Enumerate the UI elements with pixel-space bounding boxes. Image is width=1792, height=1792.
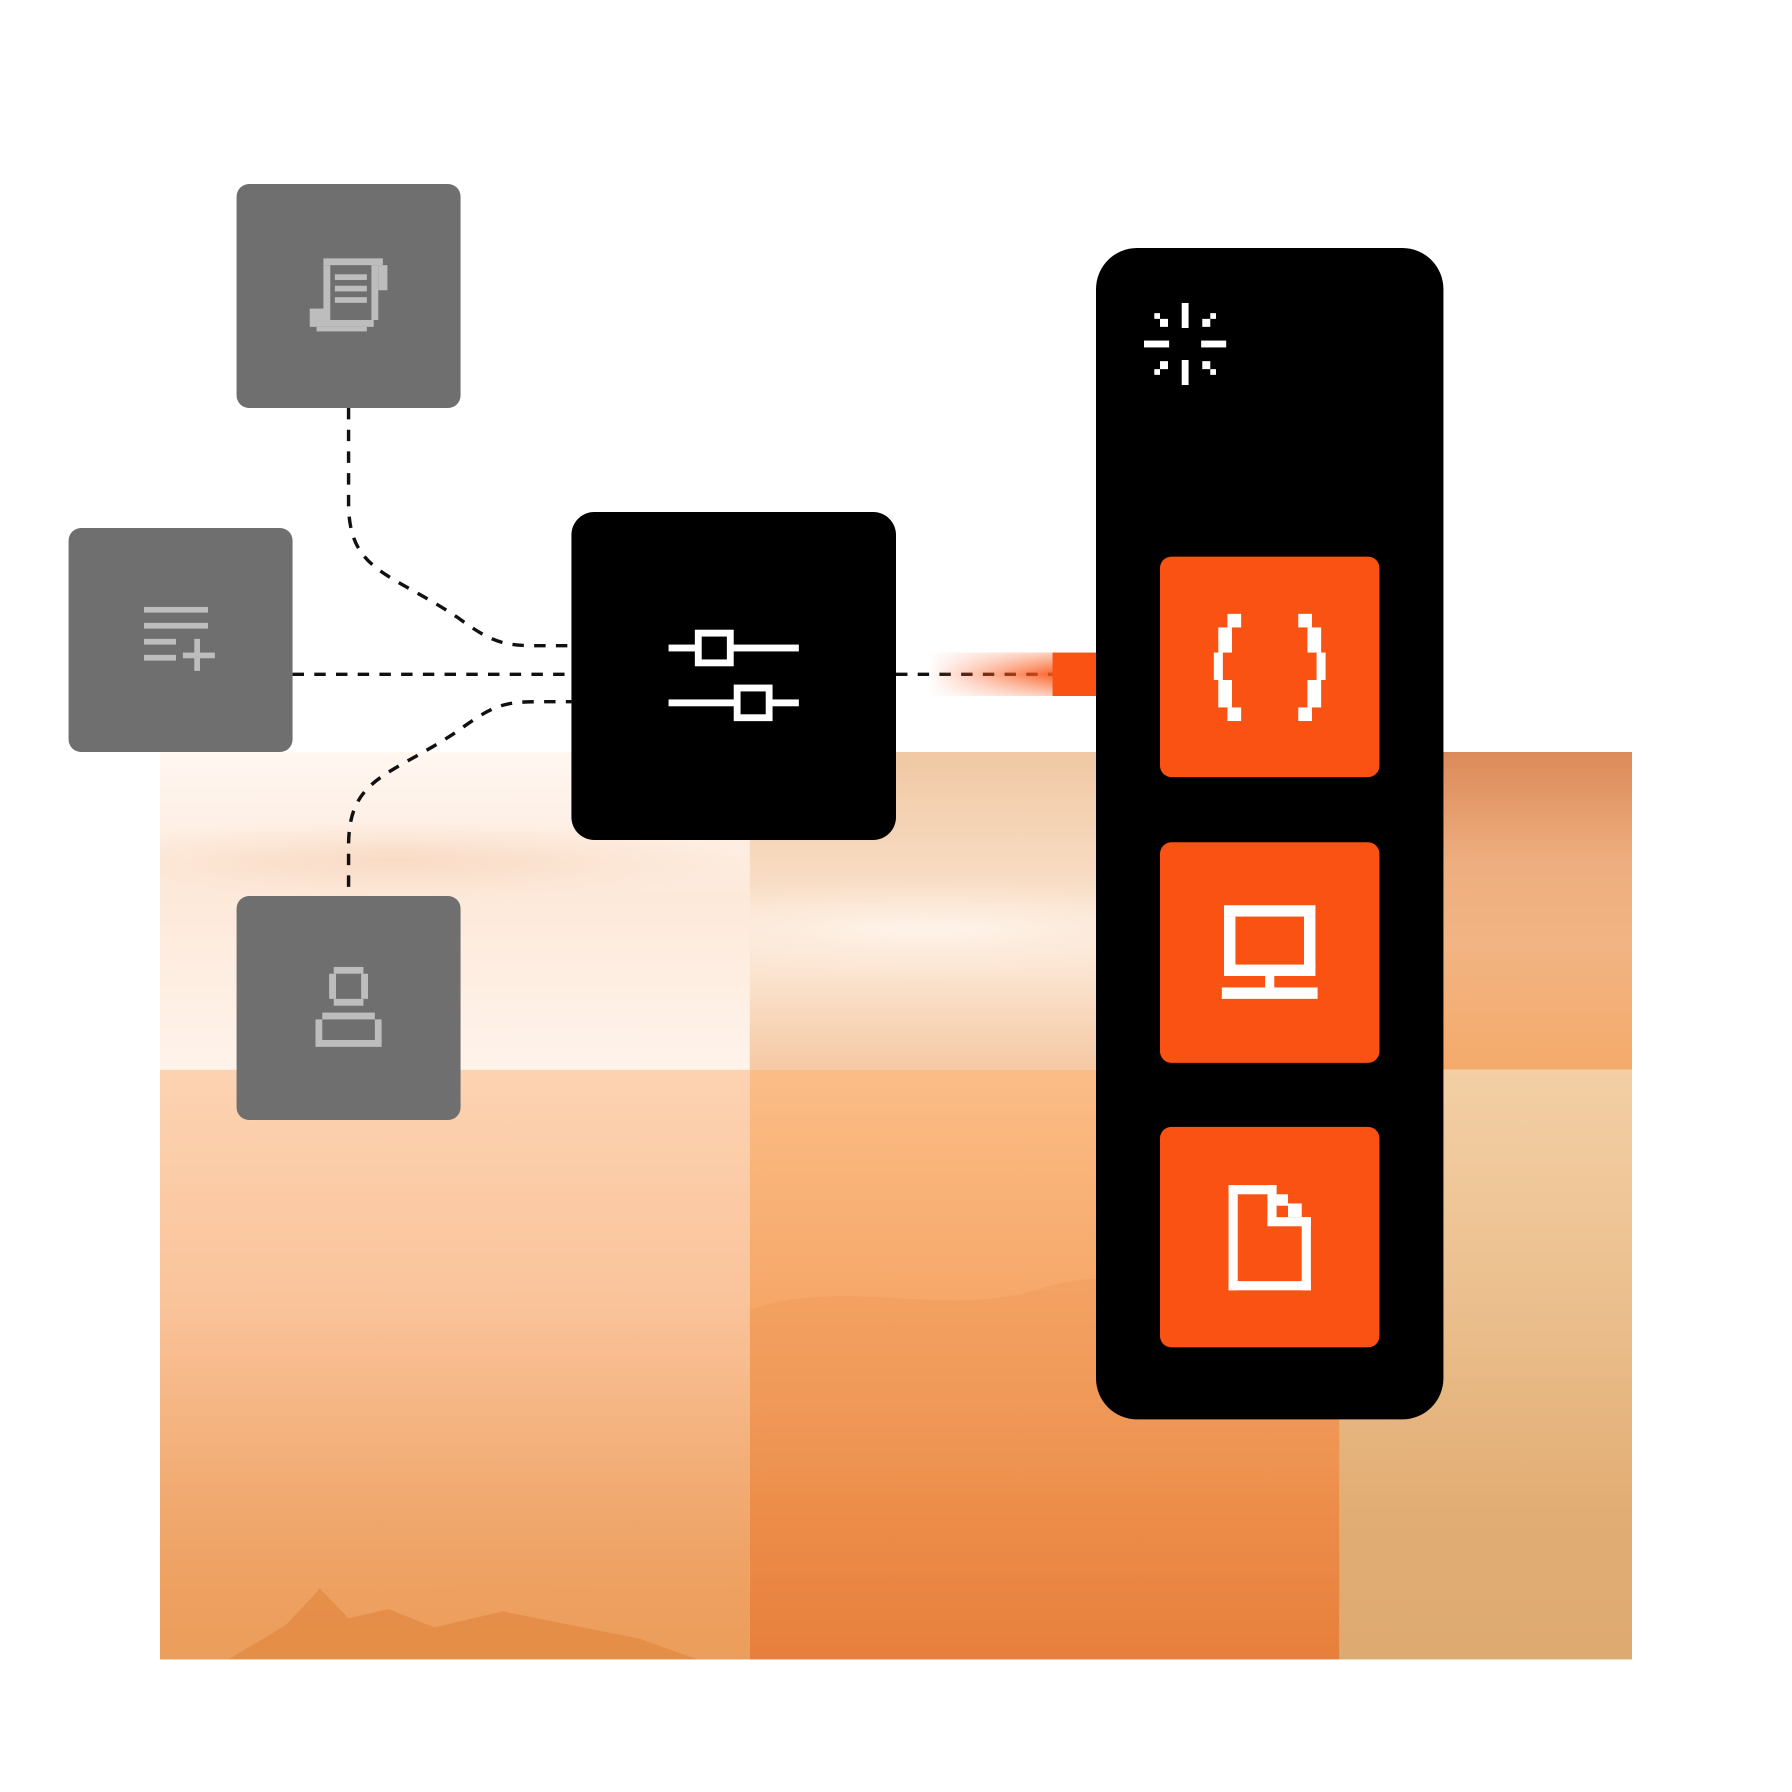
source-tile-list[interactable] bbox=[68, 527, 293, 752]
document-icon bbox=[1228, 1184, 1311, 1290]
sliders-icon bbox=[668, 629, 799, 721]
source-tile-document[interactable] bbox=[236, 183, 461, 408]
source-tile-user[interactable] bbox=[236, 895, 461, 1120]
connector-top bbox=[346, 407, 572, 648]
list-add-icon bbox=[143, 606, 215, 671]
output-tile-display[interactable] bbox=[1159, 842, 1380, 1063]
scroll-document-icon bbox=[309, 258, 388, 332]
backdrop-bottom-left bbox=[159, 1069, 750, 1660]
output-tile-code[interactable] bbox=[1159, 556, 1380, 778]
output-panel bbox=[1095, 247, 1444, 1420]
sparkle-icon bbox=[1143, 302, 1227, 386]
connector-bottom bbox=[346, 699, 572, 887]
monitor-icon bbox=[1221, 904, 1318, 999]
output-tile-file[interactable] bbox=[1159, 1126, 1380, 1348]
hill-silhouette bbox=[159, 1584, 750, 1660]
output-port bbox=[1052, 652, 1099, 696]
user-icon bbox=[315, 966, 382, 1047]
code-braces-icon bbox=[1213, 613, 1326, 721]
processor-tile-settings[interactable] bbox=[571, 511, 896, 840]
